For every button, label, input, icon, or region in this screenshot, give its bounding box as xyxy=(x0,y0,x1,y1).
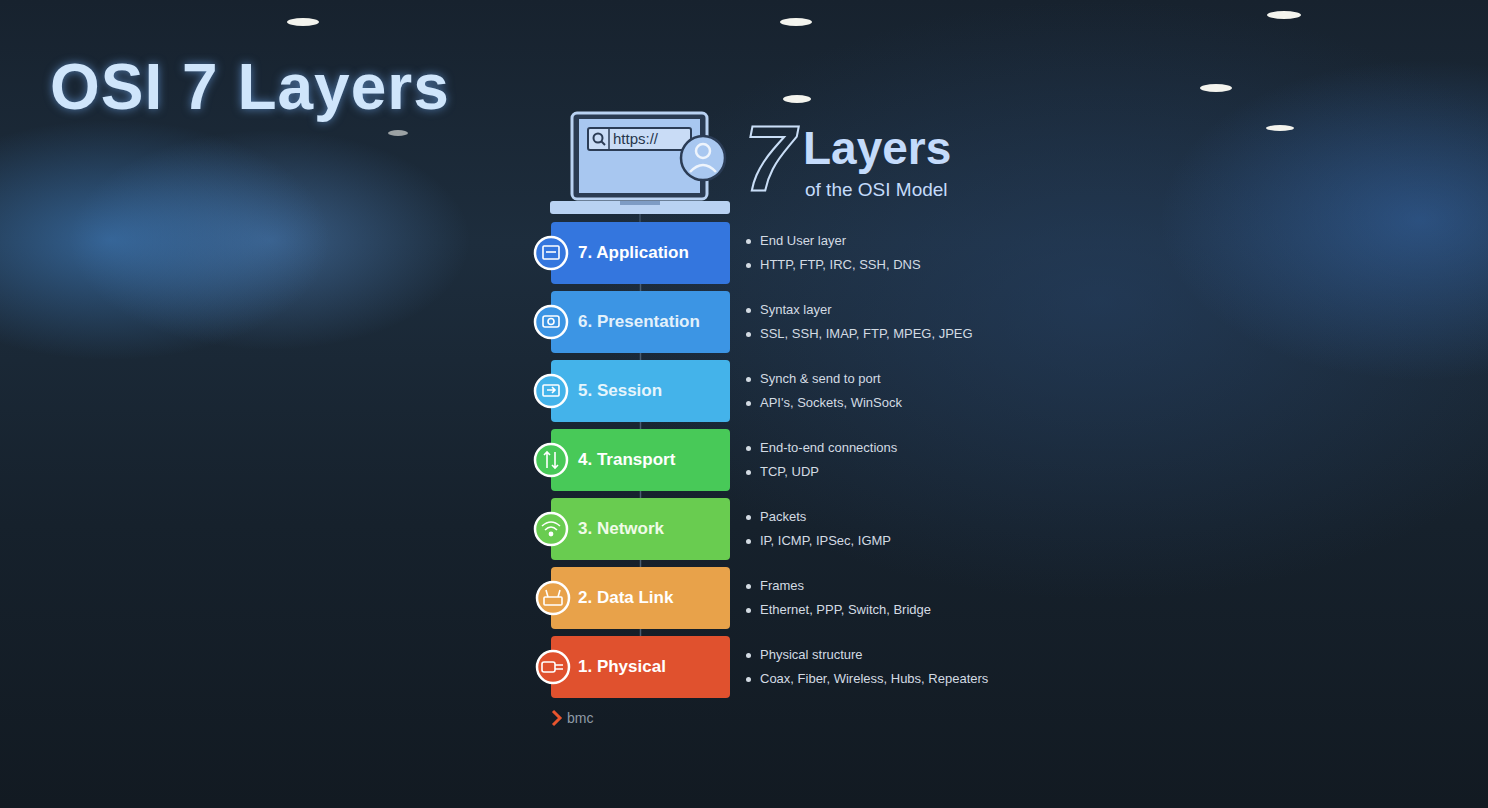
layer-description: Synch & send to port xyxy=(760,371,881,386)
heading-word: Layers xyxy=(803,124,951,172)
bullet-dot xyxy=(746,239,751,244)
bullet-dot xyxy=(746,401,751,406)
layer-description: Physical structure xyxy=(760,647,863,662)
brand-logo-text: bmc xyxy=(567,710,593,726)
layer-name: 6. Presentation xyxy=(578,312,700,332)
layer-description: API's, Sockets, WinSock xyxy=(760,395,902,410)
bullet-dot xyxy=(746,677,751,682)
slide-title: OSI 7 Layers xyxy=(50,50,450,124)
url-text: https:// xyxy=(613,130,658,147)
bullet-dot xyxy=(746,377,751,382)
layer-connector xyxy=(640,284,642,291)
osi-layer-band: 7. Application xyxy=(551,222,730,284)
layer-connector xyxy=(640,422,642,429)
layer-connector xyxy=(640,353,642,360)
layer-description: Frames xyxy=(760,578,804,593)
layer-connector xyxy=(640,491,642,498)
layer-description: End-to-end connections xyxy=(760,440,897,455)
layer-description: Ethernet, PPP, Switch, Bridge xyxy=(760,602,931,617)
layer-name: 5. Session xyxy=(578,381,662,401)
bullet-dot xyxy=(746,653,751,658)
layer-name: 2. Data Link xyxy=(578,588,673,608)
layer-description: Packets xyxy=(760,509,806,524)
bullet-dot xyxy=(746,539,751,544)
layer-description: IP, ICMP, IPSec, IGMP xyxy=(760,533,891,548)
osi-layer-band: 6. Presentation xyxy=(551,291,730,353)
bullet-dot xyxy=(746,470,751,475)
osi-layer-band: 5. Session xyxy=(551,360,730,422)
layer-description: HTTP, FTP, IRC, SSH, DNS xyxy=(760,257,921,272)
bullet-dot xyxy=(746,308,751,313)
osi-layer-band: 3. Network xyxy=(551,498,730,560)
big-seven: 7 xyxy=(744,112,795,204)
layer-name: 1. Physical xyxy=(578,657,666,677)
osi-layer-band: 4. Transport xyxy=(551,429,730,491)
layer-name: 4. Transport xyxy=(578,450,675,470)
bullet-dot xyxy=(746,263,751,268)
bullet-dot xyxy=(746,584,751,589)
bullet-dot xyxy=(746,515,751,520)
layer-connector xyxy=(640,629,642,636)
layer-description: Syntax layer xyxy=(760,302,832,317)
layer-description: SSL, SSH, IMAP, FTP, MPEG, JPEG xyxy=(760,326,973,341)
layer-name: 7. Application xyxy=(578,243,689,263)
heading-subtitle: of the OSI Model xyxy=(805,179,948,201)
osi-layer-band: 2. Data Link xyxy=(551,567,730,629)
bmc-logo-mark xyxy=(553,711,560,725)
layer-description: TCP, UDP xyxy=(760,464,819,479)
bullet-dot xyxy=(746,332,751,337)
layer-description: End User layer xyxy=(760,233,846,248)
laptop-illustration xyxy=(550,113,730,222)
bullet-dot xyxy=(746,446,751,451)
layer-name: 3. Network xyxy=(578,519,664,539)
layer-connector xyxy=(640,560,642,567)
bullet-dot xyxy=(746,608,751,613)
osi-layer-band: 1. Physical xyxy=(551,636,730,698)
layer-description: Coax, Fiber, Wireless, Hubs, Repeaters xyxy=(760,671,988,686)
